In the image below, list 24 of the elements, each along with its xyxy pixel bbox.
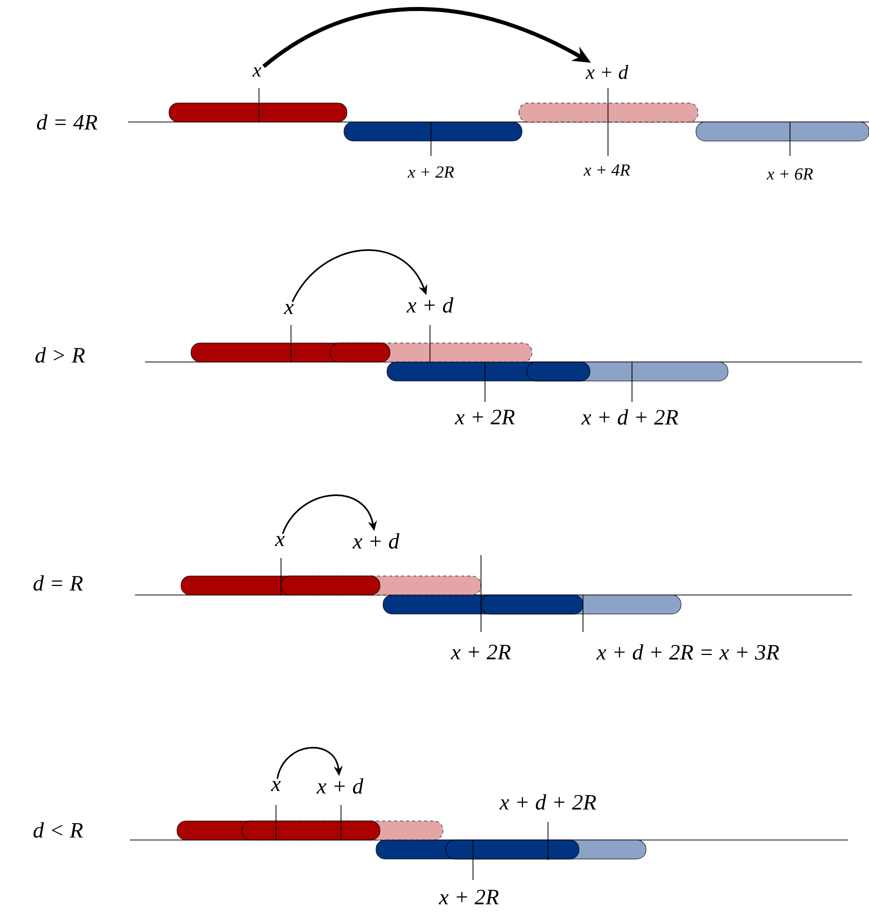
arrow <box>292 250 428 302</box>
position-label: x + d <box>316 778 364 794</box>
formula-label: x + d + 2R <box>499 794 596 810</box>
formula-label: d = 4R <box>37 114 98 130</box>
formula-label: x + 2R <box>454 410 515 424</box>
formula-label: d > R <box>36 347 85 363</box>
position-label: x + d <box>586 64 628 80</box>
formula-label: x + 2R <box>450 644 511 660</box>
formula-label: x + 4R <box>584 164 630 176</box>
position-label: x <box>274 536 285 546</box>
formula-label: d < R <box>34 822 83 838</box>
formula-label: x + 2R <box>408 166 454 178</box>
formula-label: x + 6R <box>766 168 813 180</box>
arrow <box>276 747 343 779</box>
position-label: x + d <box>406 297 454 313</box>
position-label: x + d <box>352 533 400 549</box>
position-label: x <box>252 67 262 77</box>
formula-label: x + d + 2R <box>581 409 678 425</box>
formula-label: x + 2R <box>438 890 499 904</box>
arrow <box>282 494 378 534</box>
position-label: x <box>270 780 281 792</box>
position-label: x <box>284 304 294 314</box>
formula-label: d = R <box>34 575 83 591</box>
formula-label: x + d + 2R = x + 3R <box>596 644 780 660</box>
